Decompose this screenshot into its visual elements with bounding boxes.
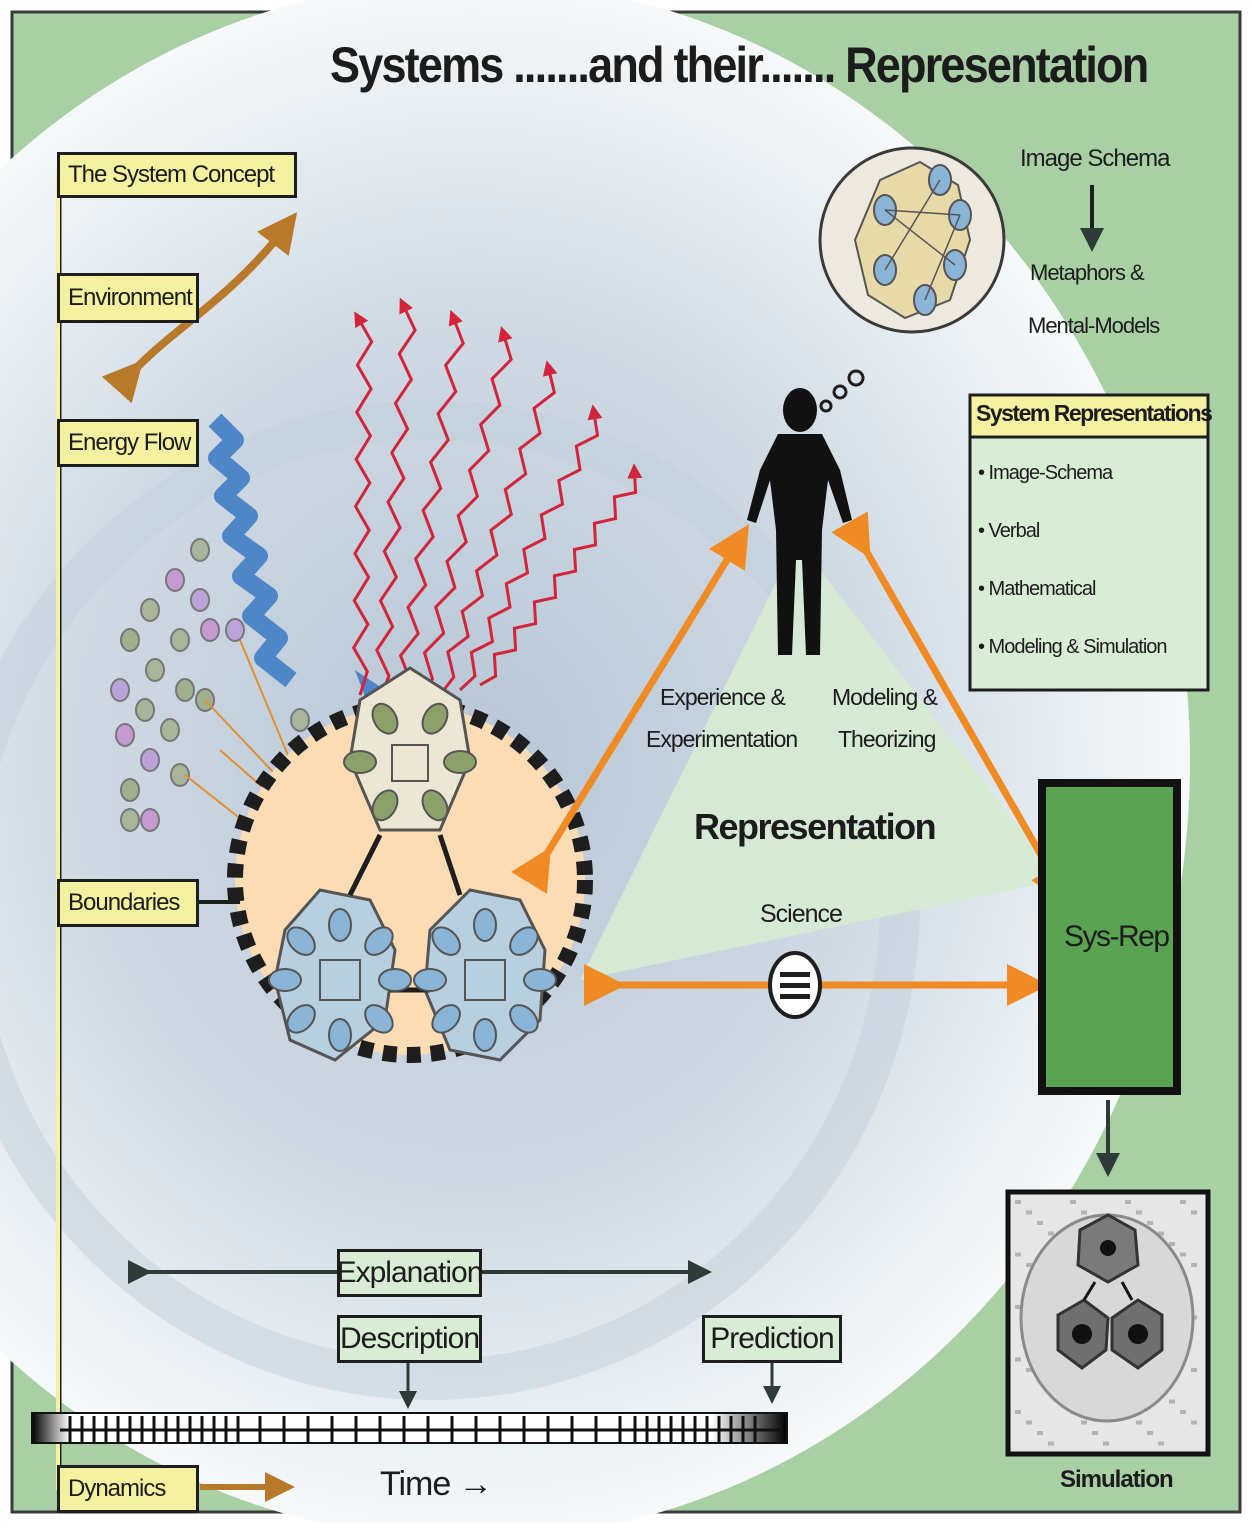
time-label: Time → xyxy=(380,1465,492,1504)
particle xyxy=(161,719,179,741)
particle xyxy=(226,619,244,641)
prediction-box: Prediction xyxy=(702,1315,842,1363)
petal xyxy=(269,969,301,991)
representation-item: • Verbal xyxy=(978,520,1039,543)
label-environment: Environment xyxy=(57,273,199,323)
particle xyxy=(201,619,219,641)
petal xyxy=(524,969,556,991)
particle xyxy=(146,659,164,681)
noise-cell xyxy=(1191,1263,1197,1267)
description-box: Description xyxy=(337,1315,482,1363)
label-dynamics: Dynamics xyxy=(57,1465,199,1513)
timeline-bar xyxy=(32,1413,787,1443)
particle xyxy=(141,599,159,621)
noise-cell xyxy=(1191,1368,1197,1372)
concept-line-fill xyxy=(56,170,60,1490)
particle xyxy=(136,699,154,721)
noise-cell xyxy=(1147,1221,1153,1225)
experience-label-2: Experimentation xyxy=(646,726,797,753)
noise-cell xyxy=(1048,1232,1054,1236)
noise-cell xyxy=(1026,1421,1032,1425)
noise-cell xyxy=(1180,1410,1186,1414)
petal xyxy=(474,909,496,941)
particle xyxy=(166,569,184,591)
particle xyxy=(116,724,134,746)
noise-cell xyxy=(1015,1358,1021,1362)
simulation-label: Simulation xyxy=(1060,1466,1173,1494)
representation-label: Representation xyxy=(694,806,935,848)
image-schema-label: Image Schema xyxy=(1020,145,1169,173)
petal xyxy=(379,969,411,991)
noise-cell xyxy=(1092,1431,1098,1435)
noise-cell xyxy=(1147,1431,1153,1435)
label-system-concept: The System Concept xyxy=(57,152,297,198)
noise-cell xyxy=(1081,1421,1087,1425)
representation-item: • Mathematical xyxy=(978,578,1096,601)
modeling-label-1: Modeling & xyxy=(832,684,937,711)
noise-cell xyxy=(1136,1421,1142,1425)
experience-label-1: Experience & xyxy=(660,684,785,711)
noise-cell xyxy=(1070,1200,1076,1204)
particle xyxy=(121,809,139,831)
particle xyxy=(141,809,159,831)
noise-cell xyxy=(1037,1221,1043,1225)
petal xyxy=(344,751,376,773)
particle xyxy=(191,539,209,561)
petal xyxy=(444,751,476,773)
petal xyxy=(474,1019,496,1051)
particle xyxy=(176,679,194,701)
particle xyxy=(291,709,309,731)
noise-cell xyxy=(1180,1200,1186,1204)
sys-rep-label: Sys-Rep xyxy=(1064,920,1169,954)
noise-cell xyxy=(1103,1442,1109,1446)
particle xyxy=(171,629,189,651)
noise-cell xyxy=(1037,1431,1043,1435)
science-label: Science xyxy=(760,900,842,929)
particle xyxy=(191,589,209,611)
diagram-title: Systems .......and their....... Represen… xyxy=(330,36,1147,94)
particle xyxy=(141,749,159,771)
noise-cell xyxy=(1026,1211,1032,1215)
representation-item: • Image-Schema xyxy=(978,462,1112,485)
noise-cell xyxy=(1015,1200,1021,1204)
metaphors-label: Metaphors & xyxy=(1030,260,1144,286)
mental-models-label-text: Mental-Models xyxy=(1028,313,1159,339)
noise-cell xyxy=(1048,1442,1054,1446)
system-representations-heading: System Representations xyxy=(976,400,1211,427)
particle xyxy=(111,679,129,701)
noise-cell xyxy=(1180,1253,1186,1257)
petal xyxy=(329,909,351,941)
noise-cell xyxy=(1015,1253,1021,1257)
noise-cell xyxy=(1081,1211,1087,1215)
noise-cell xyxy=(1191,1211,1197,1215)
noise-cell xyxy=(1125,1200,1131,1204)
particle xyxy=(121,629,139,651)
petal xyxy=(414,969,446,991)
label-boundaries: Boundaries xyxy=(57,879,199,927)
explanation-box: Explanation xyxy=(337,1249,482,1297)
noise-cell xyxy=(1015,1410,1021,1414)
particle xyxy=(121,779,139,801)
noise-cell xyxy=(1158,1442,1164,1446)
noise-cell xyxy=(1191,1421,1197,1425)
noise-cell xyxy=(1169,1400,1175,1404)
label-energy-flow: Energy Flow xyxy=(57,419,199,467)
petal xyxy=(329,1019,351,1051)
noise-cell xyxy=(1136,1211,1142,1215)
modeling-label-2: Theorizing xyxy=(838,726,935,753)
representation-item: • Modeling & Simulation xyxy=(978,636,1167,659)
